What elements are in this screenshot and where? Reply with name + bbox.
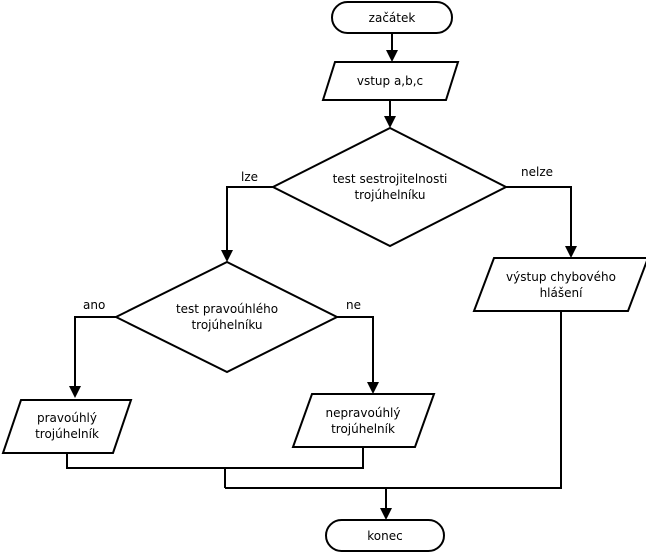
arrow-yes [69,386,81,398]
merge-outputs [66,447,364,469]
output-not-right-node: nepravoúhlý trojúhelník [291,393,436,448]
edge-cannot [506,186,572,248]
edge-no [337,316,374,384]
decision-constructible-node: test sestrojitelnosti trojúhelníku [270,126,509,248]
arrow-input-decision1 [384,116,396,128]
output-error-line1: výstup chybového [506,270,616,284]
start-node: začátek [331,1,453,34]
output-error-line2: hlášení [540,286,584,300]
decision-right-node: test pravoúhlého trojúhelníku [113,260,340,374]
arrow-can [221,250,233,262]
edge-label-no: ne [346,298,361,312]
output-not-right-line1: nepravoúhlý [326,406,401,420]
decision-constructible-line2: trojúhelníku [354,188,425,202]
end-node: konec [325,519,445,552]
arrow-cannot [565,246,577,258]
edge-label-cannot: nelze [521,165,553,179]
merge-error [225,311,562,489]
edge-label-yes: ano [83,298,105,312]
decision-right-line1: test pravoúhlého [176,302,278,316]
end-label: konec [367,529,402,543]
decision-right-line2: trojúhelníku [191,318,262,332]
output-right-line2: trojúhelník [35,427,99,441]
input-node: vstup a,b,c [321,61,460,101]
input-label: vstup a,b,c [357,74,423,88]
output-error-node: výstup chybového hlášení [472,257,646,312]
arrow-start-input [386,50,398,62]
output-right-node: pravoúhlý trojúhelník [1,399,133,454]
arrow-no [367,382,379,394]
decision-constructible-line1: test sestrojitelnosti [333,172,448,186]
start-label: začátek [369,11,416,25]
edge-can [226,186,273,252]
edge-yes [74,316,116,388]
output-not-right-line2: trojúhelník [331,422,395,436]
arrow-merge-end [380,508,392,520]
edge-label-can: lze [241,170,258,184]
output-right-line1: pravoúhlý [37,411,97,425]
